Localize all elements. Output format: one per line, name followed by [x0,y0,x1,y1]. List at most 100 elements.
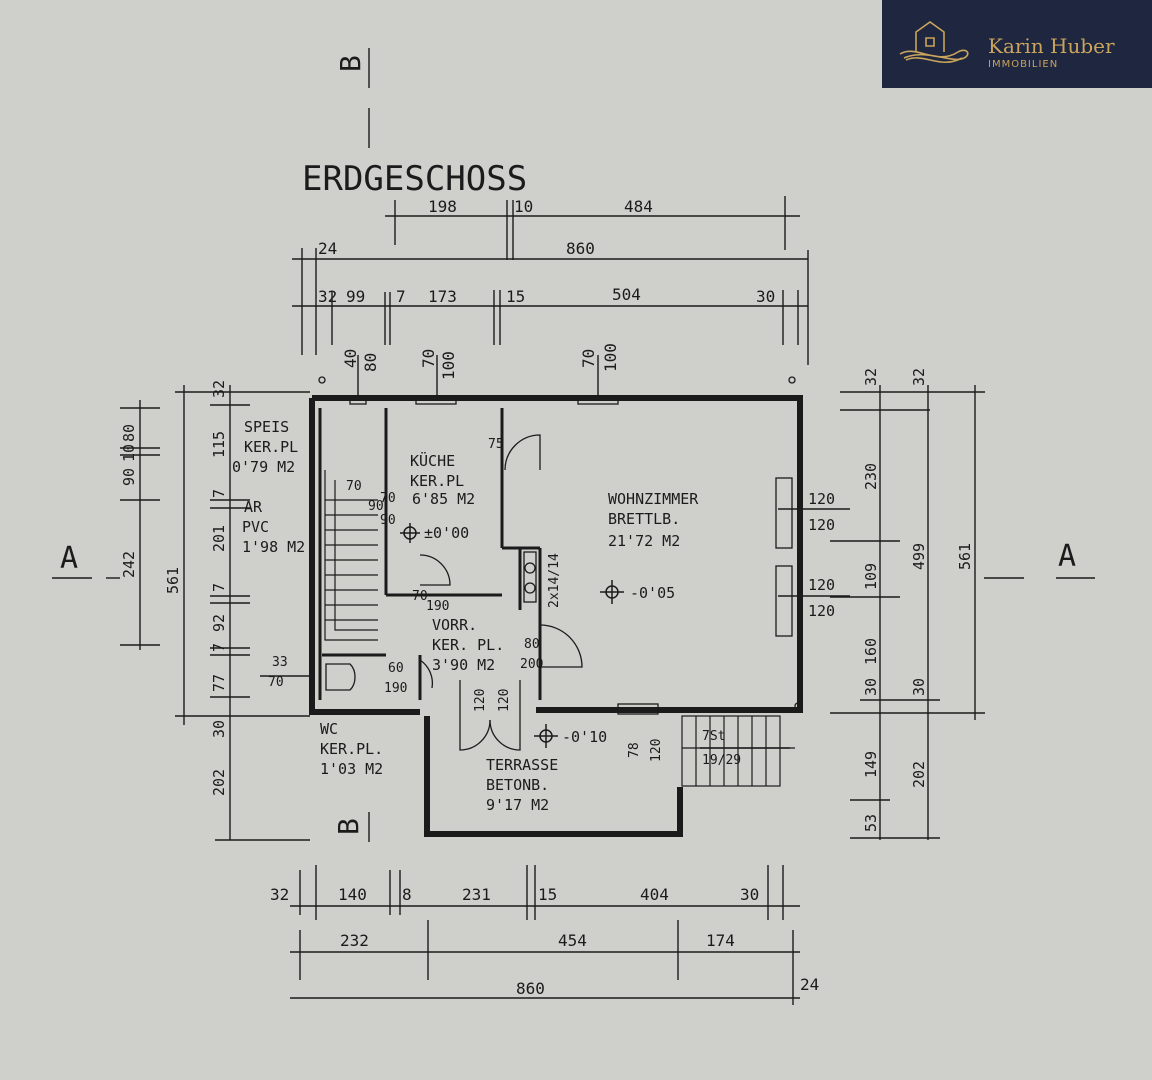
svg-text:242: 242 [120,551,138,578]
svg-text:70: 70 [268,675,284,690]
svg-text:92: 92 [210,614,228,632]
svg-text:2x14/14: 2x14/14 [547,553,562,608]
svg-text:80: 80 [120,424,138,442]
svg-text:90: 90 [380,513,396,528]
svg-text:WOHNZIMMER: WOHNZIMMER [608,490,699,508]
svg-text:53: 53 [862,814,880,832]
svg-text:1'98 M2: 1'98 M2 [242,538,305,556]
level-terrace: -0'10 [562,728,607,746]
svg-text:120: 120 [649,739,664,762]
level-labels: ±0'00 -0'05 -0'10 [424,524,675,746]
room-terrasse: TERRASSE BETONB. 9'17 M2 [486,756,558,814]
logo-name: Karin Huber [988,34,1115,58]
svg-text:KÜCHE: KÜCHE [410,451,455,470]
top-dimensions: 198 10 484 24 860 32 99 7 173 15 504 30 … [318,197,775,380]
svg-text:7: 7 [210,643,228,652]
svg-text:561: 561 [164,567,182,594]
stairs [324,470,795,787]
svg-text:202: 202 [210,769,228,796]
svg-text:200: 200 [520,657,543,672]
svg-text:70: 70 [380,491,396,506]
svg-text:BRETTLB.: BRETTLB. [608,510,680,528]
svg-text:160: 160 [862,638,880,665]
svg-text:230: 230 [862,463,880,490]
level-living: -0'05 [630,584,675,602]
svg-text:30: 30 [910,678,928,696]
svg-text:TERRASSE: TERRASSE [486,756,558,774]
svg-text:0'79 M2: 0'79 M2 [232,458,295,476]
svg-text:VORR.: VORR. [432,616,477,634]
svg-text:19/29: 19/29 [702,753,741,768]
svg-text:BETONB.: BETONB. [486,776,549,794]
svg-text:3'90 M2: 3'90 M2 [432,656,495,674]
dim-label: 40 [341,349,360,368]
svg-text:30: 30 [210,720,228,738]
svg-text:KER.PL.: KER.PL. [320,740,383,758]
svg-text:PVC: PVC [242,518,269,536]
karin-huber-logo: Karin Huber IMMOBILIEN [882,0,1152,88]
dim-label: 70 [419,349,438,368]
svg-text:120: 120 [473,689,488,712]
svg-text:78: 78 [627,742,642,758]
bottom-dimensions: 32 140 8 231 15 404 30 232 454 174 860 2… [270,885,819,998]
svg-text:70: 70 [346,479,362,494]
room-speis: SPEIS KER.PL 0'79 M2 [232,418,298,476]
svg-text:21'72 M2: 21'72 M2 [608,532,680,550]
svg-text:120: 120 [808,576,835,594]
svg-text:149: 149 [862,751,880,778]
svg-text:202: 202 [910,761,928,788]
level-markers [400,523,790,749]
svg-text:1'03 M2: 1'03 M2 [320,760,383,778]
dim-label: 173 [428,287,457,306]
svg-text:115: 115 [210,431,228,458]
dim-label: 100 [601,343,620,372]
right-dimensions: 32 32 230 499 561 109 160 30 30 149 202 … [808,368,974,832]
dim-label: 484 [624,197,653,216]
dimension-lines [52,48,1095,1005]
svg-text:174: 174 [706,931,735,950]
svg-text:32: 32 [210,380,228,398]
svg-text:90: 90 [120,468,138,486]
svg-text:32: 32 [910,368,928,386]
room-labels: SPEIS KER.PL 0'79 M2 KÜCHE KER.PL 6'85 M… [232,418,699,814]
doors-windows [318,376,802,751]
svg-text:140: 140 [338,885,367,904]
section-marker-a-right: A [1058,539,1076,574]
svg-text:7: 7 [210,583,228,592]
svg-text:75: 75 [488,437,504,452]
svg-text:561: 561 [956,543,974,570]
svg-text:404: 404 [640,885,669,904]
svg-text:7St: 7St [702,729,725,744]
dim-label: 100 [439,351,458,380]
svg-text:190: 190 [426,599,449,614]
room-wohnzimmer: WOHNZIMMER BRETTLB. 21'72 M2 [608,490,699,550]
svg-text:30: 30 [862,678,880,696]
svg-text:10: 10 [120,444,138,462]
inner-walls [318,408,542,700]
svg-text:201: 201 [210,525,228,552]
svg-text:120: 120 [808,602,835,620]
svg-text:454: 454 [558,931,587,950]
svg-text:KER. PL.: KER. PL. [432,636,504,654]
svg-text:109: 109 [862,563,880,590]
svg-text:30: 30 [740,885,759,904]
svg-text:WC: WC [320,720,338,738]
svg-text:120: 120 [808,516,835,534]
dim-label: 504 [612,285,641,304]
dim-label: 860 [566,239,595,258]
svg-text:232: 232 [340,931,369,950]
svg-text:AR: AR [244,498,263,516]
room-vorraum: VORR. KER. PL. 3'90 M2 [432,616,504,674]
dim-label: 198 [428,197,457,216]
svg-text:70: 70 [412,589,428,604]
svg-text:32: 32 [270,885,289,904]
room-ar: AR PVC 1'98 M2 [242,498,305,556]
section-marker-a-left: A [60,541,78,576]
section-marker-b-bottom: B [332,818,365,835]
svg-text:15: 15 [538,885,557,904]
svg-text:8: 8 [402,885,412,904]
dim-label: 70 [579,349,598,368]
svg-text:231: 231 [462,885,491,904]
svg-text:90: 90 [368,499,384,514]
